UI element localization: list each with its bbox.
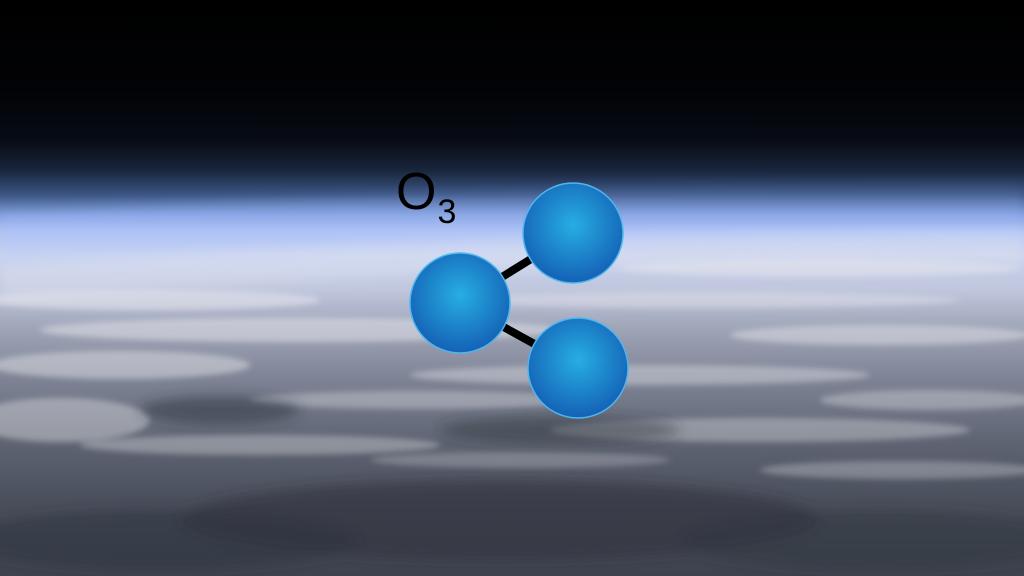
oxygen-atom-center [409,252,511,354]
formula-subscript: 3 [437,193,457,231]
formula-element: O [396,163,437,221]
oxygen-atom-bottom [527,317,629,419]
ozone-formula-label: O3 [396,163,456,229]
oxygen-atom-top [522,182,624,284]
